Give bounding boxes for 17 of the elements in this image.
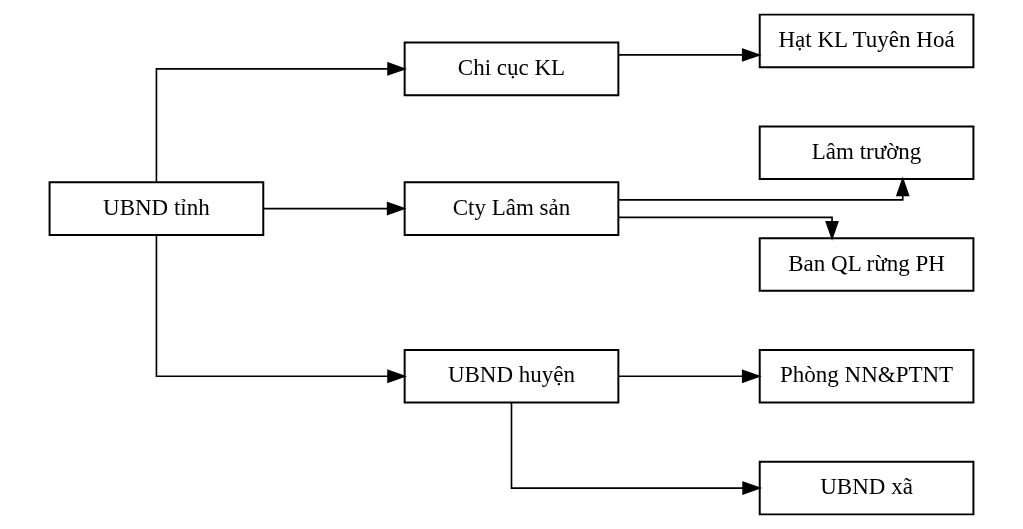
node-box: Chi cục KL xyxy=(403,41,620,97)
node-box: UBND tỉnh xyxy=(48,181,265,236)
node-box: Lâm trường xyxy=(758,125,975,180)
arrow xyxy=(262,201,407,216)
arrow xyxy=(510,401,763,495)
arrow xyxy=(617,176,910,201)
arrow xyxy=(617,48,762,62)
arrow xyxy=(155,234,407,384)
node-box: UBND xã xyxy=(758,460,975,516)
node-box: Phòng NN&PTNT xyxy=(758,349,975,404)
node-box: Hạt KL Tuyên Hoá xyxy=(758,13,975,69)
node-box: UBND huyện xyxy=(403,349,620,404)
node-box: Ban QL rừng PH xyxy=(758,237,975,292)
arrow xyxy=(617,369,762,384)
arrow xyxy=(155,61,407,183)
arrow xyxy=(617,216,839,241)
node-box: Cty Lâm sản xyxy=(403,181,620,236)
